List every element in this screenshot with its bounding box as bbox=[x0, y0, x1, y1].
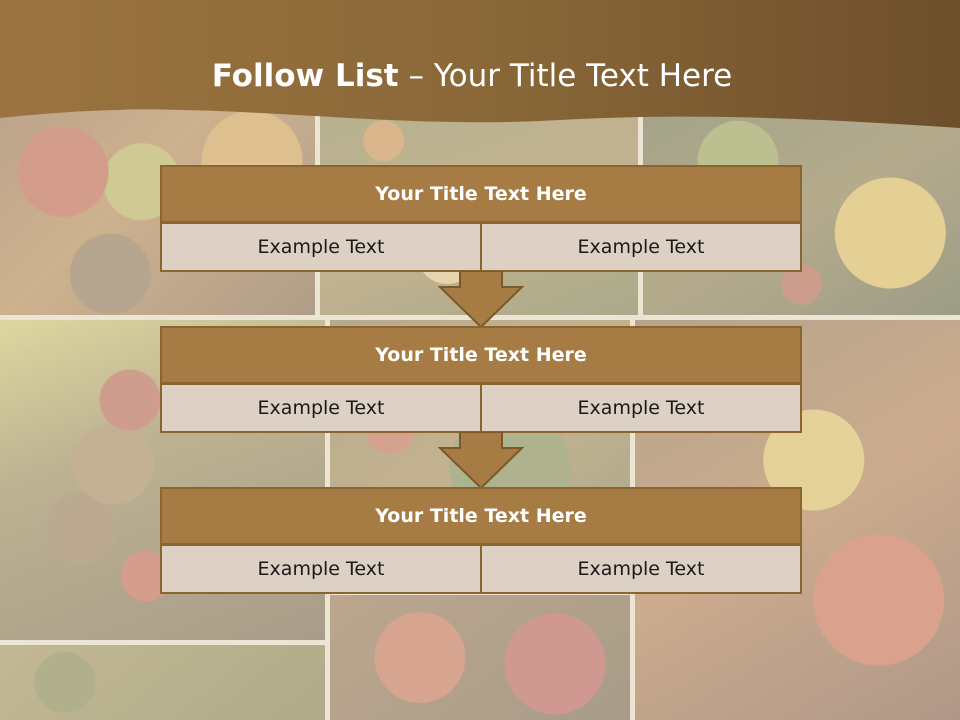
down-arrow-icon bbox=[438, 432, 524, 490]
step-title: Your Title Text Here bbox=[160, 326, 802, 384]
step-right-text: Example Text bbox=[480, 383, 802, 433]
title-banner: Follow List – Your Title Text Here bbox=[0, 0, 960, 140]
banner-shape bbox=[0, 0, 960, 128]
step-right-text: Example Text bbox=[480, 544, 802, 594]
page-title: Follow List – Your Title Text Here bbox=[0, 58, 944, 94]
step-title: Your Title Text Here bbox=[160, 165, 802, 223]
page-title-bold: Follow List bbox=[211, 58, 399, 94]
down-arrow-icon bbox=[438, 271, 524, 329]
page-title-rest: – Your Title Text Here bbox=[398, 58, 733, 94]
step-title: Your Title Text Here bbox=[160, 487, 802, 545]
step-left-text: Example Text bbox=[160, 544, 482, 594]
photo-pomegranate bbox=[330, 595, 630, 720]
step-left-text: Example Text bbox=[160, 383, 482, 433]
step-left-text: Example Text bbox=[160, 222, 482, 272]
photo-green-berries bbox=[0, 645, 325, 720]
step-right-text: Example Text bbox=[480, 222, 802, 272]
